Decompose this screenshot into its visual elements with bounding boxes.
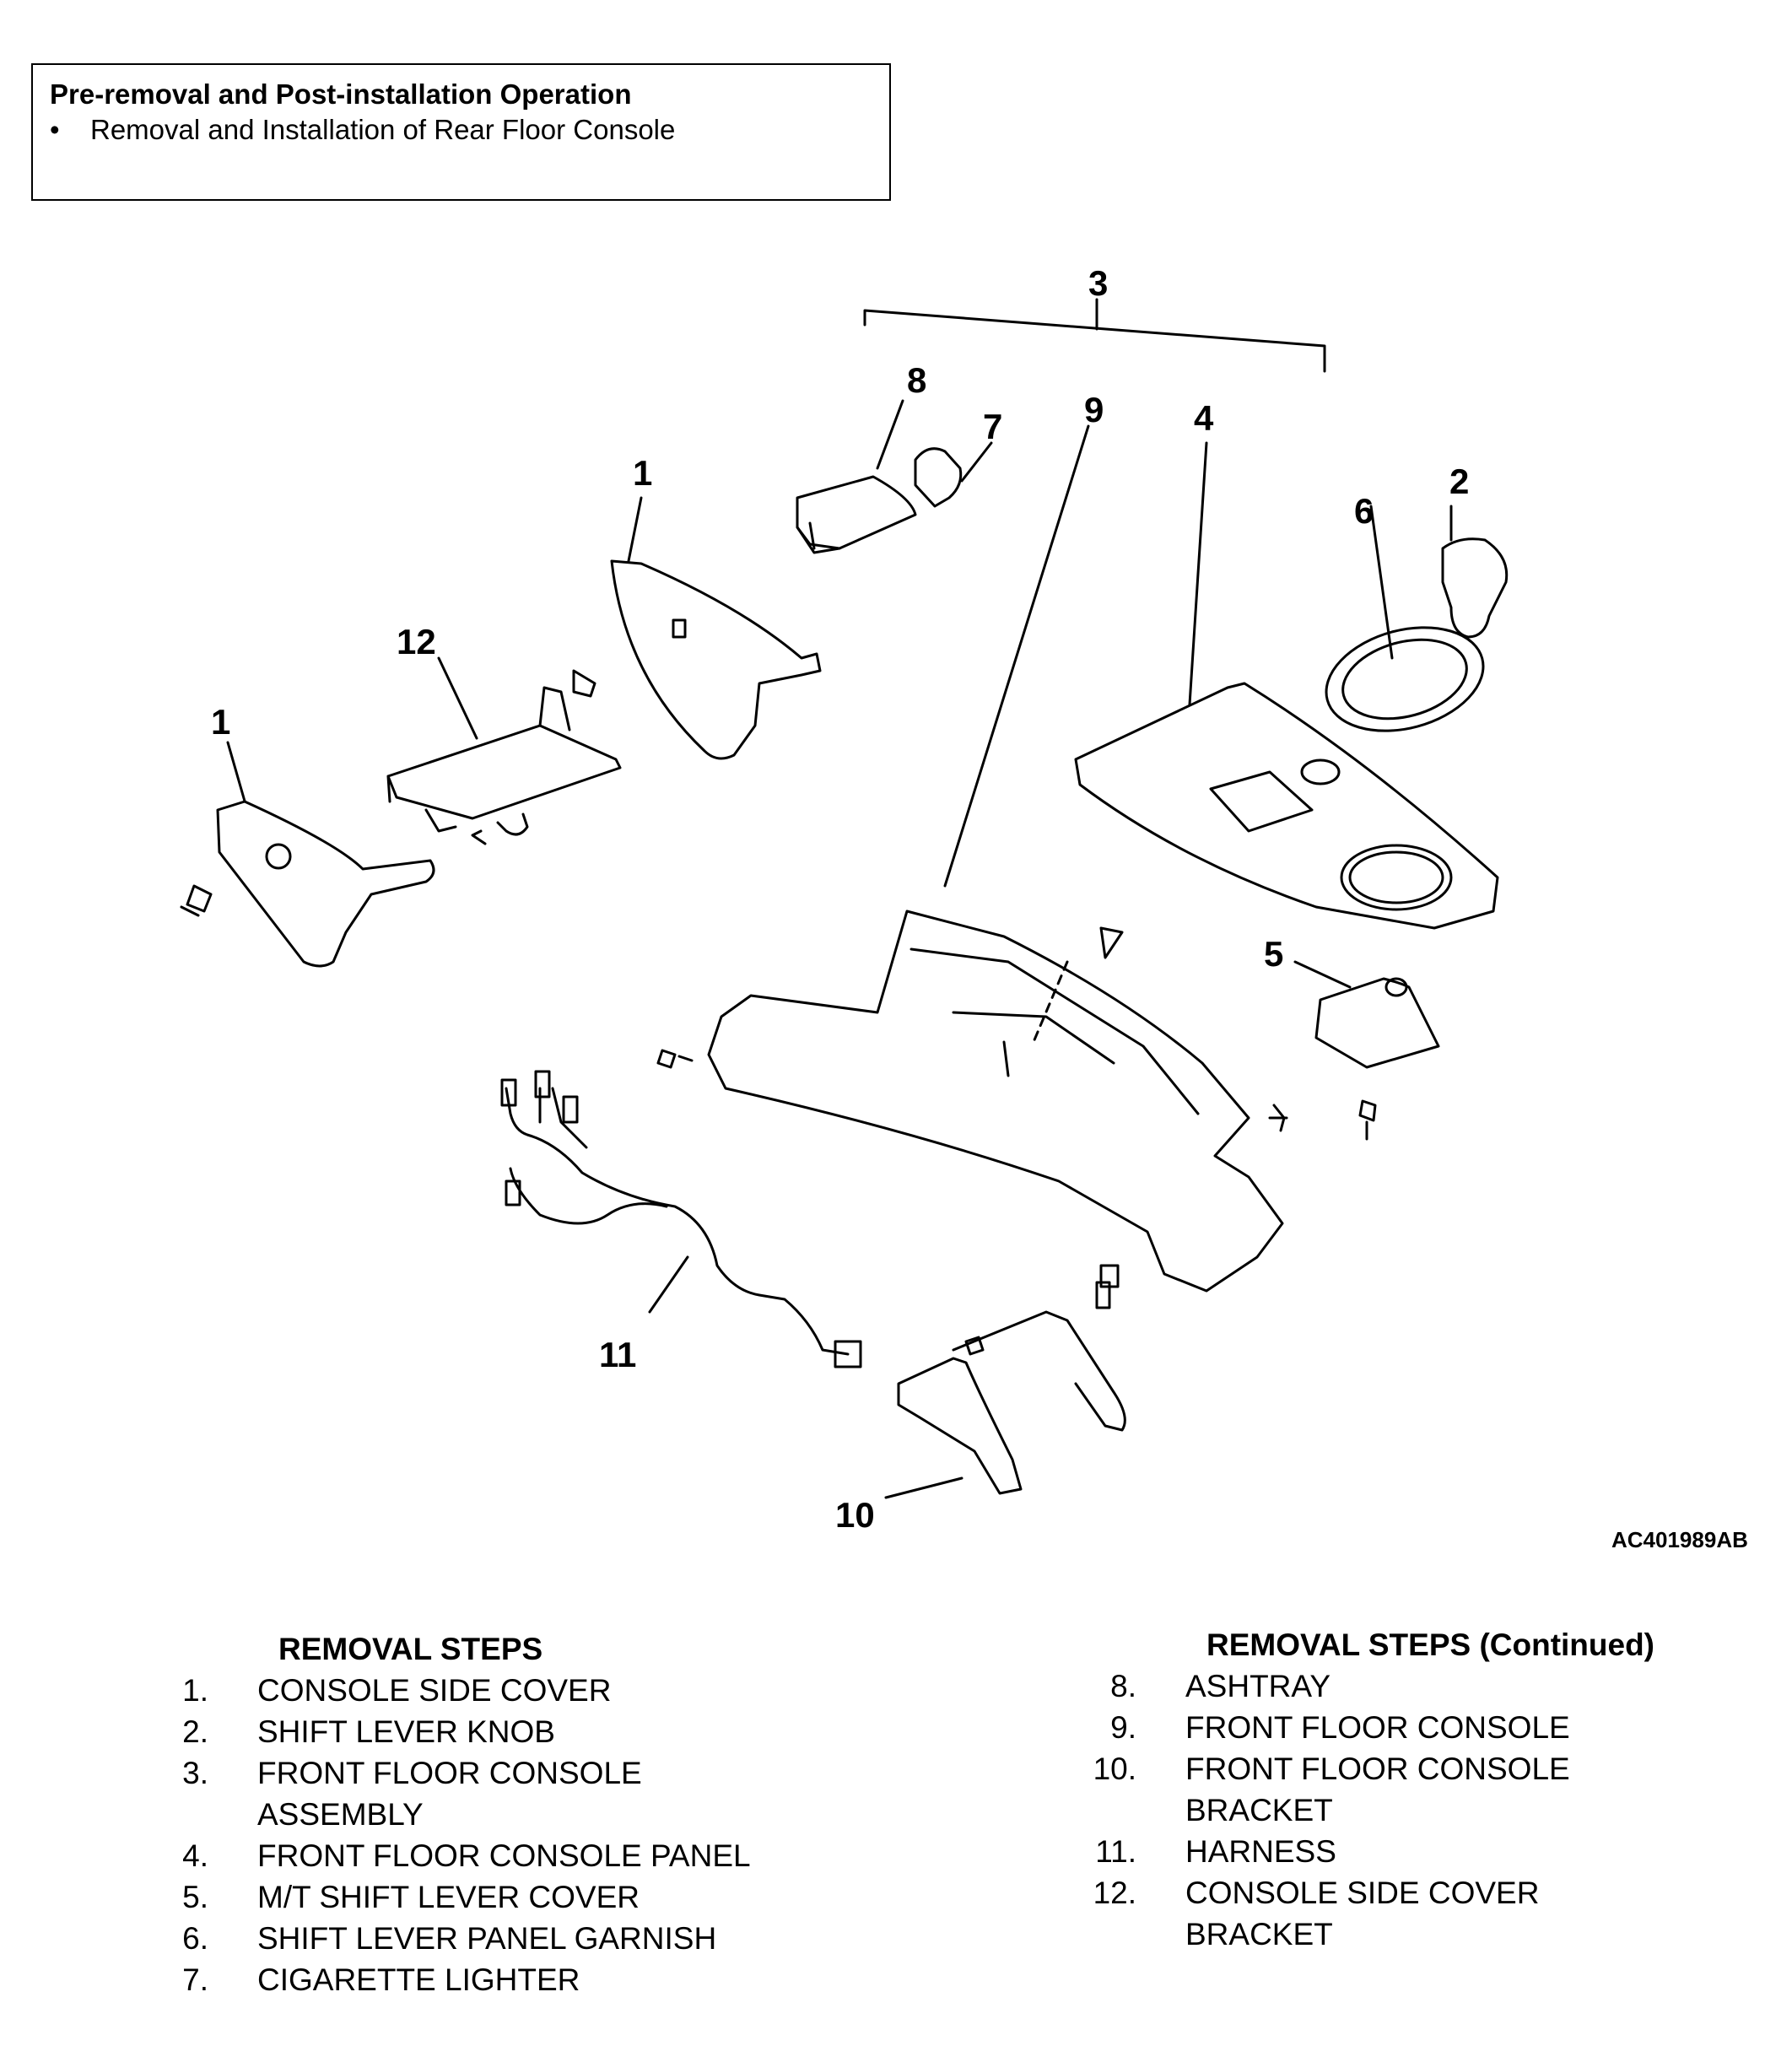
callout-1-upper: 1 bbox=[633, 453, 652, 493]
callout-8: 8 bbox=[907, 360, 926, 400]
callout-11: 11 bbox=[599, 1335, 636, 1374]
callout-3: 3 bbox=[1088, 263, 1108, 303]
shift-lever-knob bbox=[1441, 537, 1509, 639]
screw-icon bbox=[1358, 1099, 1377, 1141]
step-number: 2. bbox=[182, 1714, 208, 1749]
callout-5: 5 bbox=[1264, 934, 1283, 974]
step-text: CONSOLE SIDE COVER bbox=[257, 1673, 612, 1708]
removal-steps-heading: REMOVAL STEPS bbox=[278, 1632, 543, 1666]
step-row: 5. M/T SHIFT LEVER COVER bbox=[131, 1876, 848, 1918]
front-floor-console-panel bbox=[1074, 682, 1499, 930]
step-number: 7. bbox=[182, 1962, 208, 1997]
step-text: ASHTRAY bbox=[1185, 1669, 1331, 1703]
step-text: FRONT FLOOR CONSOLE BRACKET bbox=[1185, 1752, 1570, 1827]
callout-9: 9 bbox=[1084, 390, 1104, 429]
removal-steps-continued-heading: REMOVAL STEPS (Continued) bbox=[1206, 1627, 1655, 1662]
pre-removal-item-text: Removal and Installation of Rear Floor C… bbox=[90, 114, 676, 145]
step-number: 12. bbox=[1093, 1876, 1136, 1910]
step-text: CONSOLE SIDE COVER BRACKET bbox=[1185, 1876, 1540, 1951]
step-row: 12. CONSOLE SIDE COVER BRACKET bbox=[1059, 1872, 1776, 1955]
figure-code: AC401989AB bbox=[1611, 1527, 1748, 1552]
shift-lever-panel-garnish bbox=[1325, 626, 1485, 732]
step-number: 5. bbox=[182, 1880, 208, 1914]
callout-6: 6 bbox=[1354, 491, 1374, 531]
step-row: 3. FRONT FLOOR CONSOLE ASSEMBLY bbox=[131, 1752, 848, 1835]
pre-removal-item: • Removal and Installation of Rear Floor … bbox=[50, 112, 872, 148]
callout-12: 12 bbox=[397, 622, 436, 661]
callout-4: 4 bbox=[1194, 398, 1214, 438]
step-text: HARNESS bbox=[1185, 1834, 1336, 1869]
step-text: FRONT FLOOR CONSOLE PANEL bbox=[257, 1838, 751, 1873]
callout-10: 10 bbox=[835, 1495, 875, 1535]
step-row: 9. FRONT FLOOR CONSOLE bbox=[1059, 1707, 1776, 1748]
exploded-parts-diagram: 1 1 2 3 4 5 6 7 8 9 10 11 12 bbox=[180, 263, 1509, 1535]
step-number: 1. bbox=[182, 1673, 208, 1708]
callout-7: 7 bbox=[983, 407, 1002, 446]
assembly-bracket bbox=[863, 309, 1326, 373]
pre-removal-operation-box: Pre-removal and Post-installation Operat… bbox=[31, 63, 891, 201]
front-floor-console bbox=[707, 910, 1284, 1293]
step-number: 9. bbox=[1110, 1710, 1136, 1745]
removal-steps-right: REMOVAL STEPS (Continued) 8. ASHTRAY 9. FR… bbox=[1059, 1624, 1776, 1955]
step-number: 11. bbox=[1095, 1834, 1136, 1869]
step-row: 7. CIGARETTE LIGHTER bbox=[131, 1959, 848, 2000]
ashtray bbox=[796, 475, 917, 554]
harness bbox=[505, 1087, 850, 1356]
step-number: 6. bbox=[182, 1921, 208, 1956]
step-number: 4. bbox=[182, 1838, 208, 1873]
bullet-icon: • bbox=[50, 114, 60, 145]
cigarette-lighter bbox=[914, 447, 963, 508]
front-floor-console-bracket bbox=[897, 1310, 1126, 1495]
console-side-cover-upper bbox=[610, 559, 822, 760]
step-text: SHIFT LEVER KNOB bbox=[257, 1714, 555, 1749]
step-text: FRONT FLOOR CONSOLE bbox=[1185, 1710, 1570, 1745]
console-side-cover-left bbox=[216, 800, 435, 968]
step-text: M/T SHIFT LEVER COVER bbox=[257, 1880, 640, 1914]
leader-lines bbox=[226, 399, 1453, 1499]
step-row: 8. ASHTRAY bbox=[1059, 1665, 1776, 1707]
callout-1-left: 1 bbox=[211, 702, 230, 742]
step-text: FRONT FLOOR CONSOLE ASSEMBLY bbox=[257, 1756, 642, 1832]
step-row: 11. HARNESS bbox=[1059, 1831, 1776, 1872]
callout-2: 2 bbox=[1449, 462, 1469, 501]
step-row: 4. FRONT FLOOR CONSOLE PANEL bbox=[131, 1835, 848, 1876]
step-row: 1. CONSOLE SIDE COVER bbox=[131, 1670, 848, 1711]
step-number: 8. bbox=[1110, 1669, 1136, 1703]
step-number: 10. bbox=[1093, 1752, 1136, 1786]
screw-icon bbox=[1268, 1104, 1288, 1132]
mt-shift-lever-cover bbox=[1314, 977, 1440, 1069]
step-row: 2. SHIFT LEVER KNOB bbox=[131, 1711, 848, 1752]
step-text: CIGARETTE LIGHTER bbox=[257, 1962, 580, 1997]
removal-steps-left: REMOVAL STEPS 1. CONSOLE SIDE COVER 2. SHI… bbox=[131, 1628, 848, 2000]
pre-removal-title: Pre-removal and Post-installation Operat… bbox=[50, 78, 632, 110]
console-side-cover-bracket bbox=[386, 686, 622, 820]
step-text: SHIFT LEVER PANEL GARNISH bbox=[257, 1921, 717, 1956]
screw-icon bbox=[656, 1049, 694, 1069]
step-row: 10. FRONT FLOOR CONSOLE BRACKET bbox=[1059, 1748, 1776, 1831]
step-row: 6. SHIFT LEVER PANEL GARNISH bbox=[131, 1918, 848, 1959]
step-number: 3. bbox=[182, 1756, 208, 1790]
